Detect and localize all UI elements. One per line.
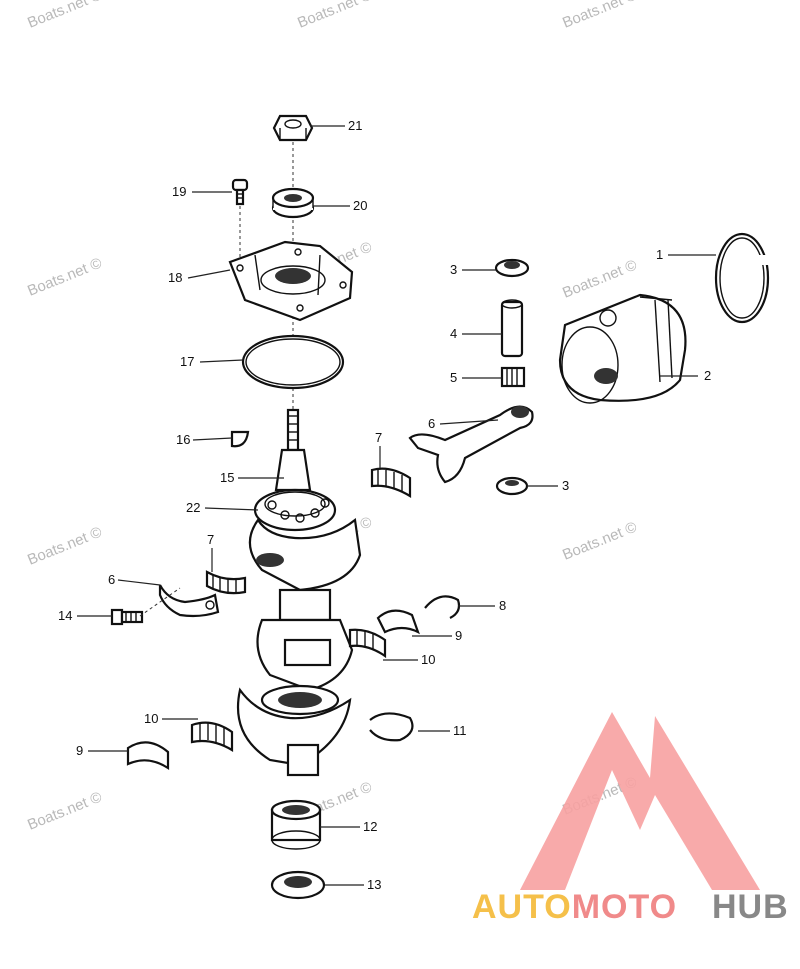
callout-20: 20: [353, 198, 367, 213]
leader: [139, 587, 181, 617]
logo-text-auto-part: AUTO: [472, 888, 572, 926]
watermark: Boats.net ©: [25, 254, 104, 299]
callout-11: 11: [453, 723, 467, 738]
part-o-ring-inner: [245, 338, 341, 386]
callout-6: 6: [108, 572, 115, 587]
part-bearing-race: [126, 741, 170, 771]
callout-7: 7: [375, 430, 382, 445]
part-rod-cap: [158, 584, 220, 618]
callout-1: 1: [656, 247, 663, 262]
part-needle-bearing: [205, 570, 247, 595]
logo-triangle-mark: [520, 712, 760, 890]
callout-5: 5: [450, 370, 457, 385]
callout-8: 8: [499, 598, 506, 613]
callout-10: 10: [421, 652, 435, 667]
callout-15: 15: [220, 470, 234, 485]
logo-text-auto: AUTOMOTO: [472, 888, 677, 926]
part-pin-bearing: [500, 366, 526, 388]
part-roller-bearing: [270, 799, 322, 850]
part-seal: [271, 187, 315, 219]
callout-12: 12: [363, 819, 377, 834]
part-snap-ring: [369, 712, 414, 742]
part-screw: [231, 178, 249, 206]
part-piston: [558, 293, 687, 404]
part-needle-bearing: [370, 467, 412, 498]
part-retaining-ring: [424, 595, 461, 619]
part-piston-pin: [500, 299, 524, 358]
callout-3: 3: [562, 478, 569, 493]
callout-6: 6: [428, 416, 435, 431]
callout-13: 13: [367, 877, 381, 892]
callout-9: 9: [76, 743, 83, 758]
part-connecting-rod: [408, 405, 534, 484]
callout-19: 19: [172, 184, 186, 199]
callout-22: 22: [186, 500, 200, 515]
watermark: Boats.net ©: [560, 0, 639, 32]
callout-10: 10: [144, 711, 158, 726]
part-o-ring: [241, 334, 345, 390]
logo-text-hub: HUB: [712, 888, 789, 926]
part-needle-bearing: [348, 628, 387, 659]
part-end-cap: [228, 240, 354, 322]
callout-9: 9: [455, 628, 462, 643]
part-thrust-washer: [494, 258, 530, 278]
callout-14: 14: [58, 608, 72, 623]
watermark: Boats.net ©: [25, 0, 104, 32]
callout-17: 17: [180, 354, 194, 369]
logo-text-moto-part: MOTO: [572, 888, 677, 926]
watermark: Boats.net ©: [560, 518, 639, 563]
part-needle-bearing: [190, 721, 234, 752]
part-thrust-washer: [495, 476, 529, 496]
watermark: Boats.net ©: [560, 256, 639, 301]
automotohub-logo: AUTOMOTO HUB: [472, 712, 789, 926]
part-woodruff-key: [230, 430, 250, 448]
watermark: Boats.net ©: [25, 523, 104, 568]
part-bearing-race: [376, 609, 420, 635]
callout-16: 16: [176, 432, 190, 447]
part-piston-ring: [714, 232, 770, 324]
part-crankshaft: [236, 408, 362, 777]
leader-lines: [77, 125, 716, 886]
part-washer: [270, 870, 326, 900]
callout-18: 18: [168, 270, 182, 285]
watermark: Boats.net ©: [25, 788, 104, 833]
callout-7: 7: [207, 532, 214, 547]
callout-2: 2: [704, 368, 711, 383]
callouts: 21 20 19 18 17 16 15 22 14 7 6 3 4 5 1 2…: [58, 118, 711, 892]
part-rod-bolt: [110, 608, 144, 626]
callout-21: 21: [348, 118, 362, 133]
callout-4: 4: [450, 326, 457, 341]
part-rod-cap-hole: [205, 600, 215, 610]
part-nut: [272, 114, 314, 142]
watermark: Boats.net ©: [295, 0, 374, 32]
callout-3: 3: [450, 262, 457, 277]
